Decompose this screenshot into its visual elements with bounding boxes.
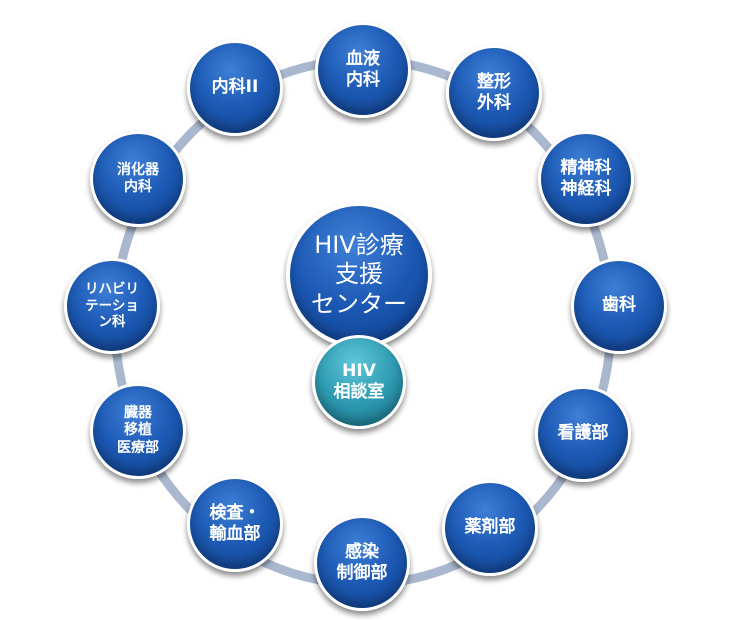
node-label: 内科II [211,77,259,98]
node-label: 精神科 神経科 [560,157,612,199]
node-label: 臓器 移植 医療部 [117,404,159,456]
node-label: 薬剤部 [464,517,516,538]
node-gastroenterology: 消化器 内科 [90,131,186,227]
node-label: 歯科 [602,295,636,316]
center-node-hiv-support-center: HIV診療 支援 センター [286,202,432,348]
node-organ-transplant: 臓器 移植 医療部 [90,383,186,479]
node-nursing: 看護部 [535,386,631,482]
node-orthopedics: 整形 外科 [446,45,542,141]
node-label: 看護部 [557,423,609,444]
node-label: 検査・ 輸血部 [209,502,261,544]
node-dentistry: 歯科 [571,258,667,354]
node-label: 消化器 内科 [117,161,159,196]
sub-center-label: HIV 相談室 [333,360,385,402]
node-label: 整形 外科 [477,71,511,113]
center-label: HIV診療 支援 センター [311,231,407,318]
node-label: 感染 制御部 [336,541,388,583]
node-internal-medicine-2: 内科II [187,40,283,136]
node-pharmacy: 薬剤部 [442,480,538,576]
node-label: 血液 内科 [346,48,380,90]
node-label: リハビリ テーショ ン科 [85,280,139,331]
node-hematology: 血液 内科 [315,22,411,118]
node-psychiatry-neurology: 精神科 神経科 [538,131,634,227]
node-rehabilitation: リハビリ テーショ ン科 [64,258,160,354]
node-laboratory-transfusion: 検査・ 輸血部 [187,476,283,572]
node-infection-control: 感染 制御部 [314,515,410,611]
sub-node-hiv-consultation-room: HIV 相談室 [312,335,406,429]
